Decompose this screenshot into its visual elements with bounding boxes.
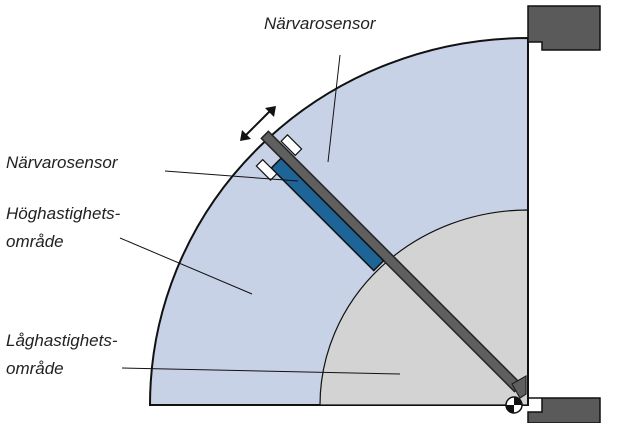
leader-high-speed <box>119 237 253 295</box>
door-foot <box>511 374 527 399</box>
leader-sensor-top <box>327 54 341 163</box>
double-arrow-icon <box>240 106 276 141</box>
label-low-speed-line2: område <box>6 359 64 378</box>
presence-sensor-unit <box>270 157 385 272</box>
door-leaf <box>255 130 523 393</box>
label-low-speed-line1: Låghastighets- <box>6 331 118 350</box>
leader-sensor-left <box>164 170 299 182</box>
low-speed-zone <box>319 209 529 406</box>
label-high-speed-line2: område <box>6 232 64 251</box>
hinge-pivot-icon <box>505 396 523 414</box>
label-presence-sensor-left: Närvarosensor <box>6 153 119 172</box>
wall-block-bottom <box>527 397 601 423</box>
wall-block-top <box>527 5 601 51</box>
sensor-bracket-top <box>255 158 278 181</box>
sensor-bracket-bottom <box>280 134 303 157</box>
label-presence-sensor-top: Närvarosensor <box>264 14 377 33</box>
label-high-speed-line1: Höghastighets- <box>6 204 121 223</box>
leader-low-speed <box>121 367 401 375</box>
